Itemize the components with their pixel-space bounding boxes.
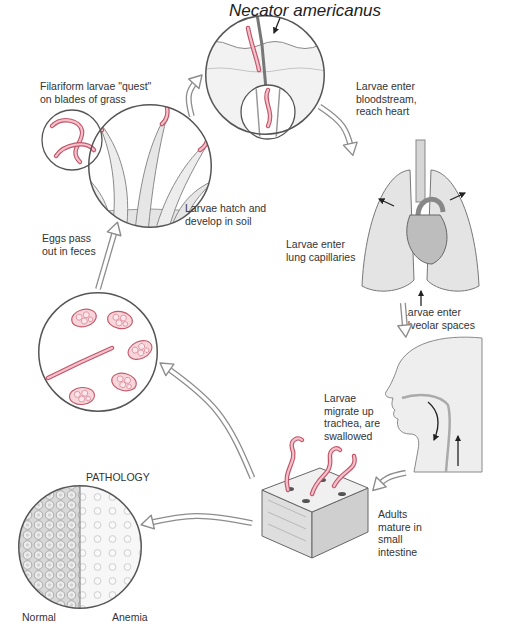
larvae-inset-circle bbox=[42, 110, 102, 170]
arrow-shaft bbox=[373, 473, 406, 491]
diagram-title: Necator americanus bbox=[180, 1, 430, 21]
head-profile bbox=[385, 337, 482, 472]
adult-worm bbox=[287, 438, 302, 490]
arrow-shaft bbox=[160, 363, 252, 478]
adult-worm bbox=[334, 456, 355, 486]
stage-caption: Larvae enter bloodstream, reach heart bbox=[356, 80, 426, 118]
arrow-shaft bbox=[141, 516, 252, 525]
stage-caption: Larvae enter alveolar spaces bbox=[402, 306, 480, 331]
stage-caption: Adults mature in small intestine bbox=[378, 508, 422, 558]
penetrating-larva bbox=[248, 28, 259, 70]
larvae-inset bbox=[52, 120, 94, 162]
arrow-head bbox=[107, 222, 120, 235]
arrow-head bbox=[373, 477, 386, 490]
larva bbox=[162, 107, 167, 124]
cycle-arrow bbox=[373, 473, 406, 491]
arrow-head bbox=[141, 515, 154, 529]
filariform-larva bbox=[56, 144, 94, 156]
section-heading: PATHOLOGY bbox=[86, 471, 156, 484]
panel-label: Anemia bbox=[112, 611, 156, 624]
cycle-arrow bbox=[160, 363, 252, 478]
larva bbox=[266, 90, 270, 126]
circle-outline bbox=[205, 15, 325, 135]
eggs-stage: Eggs pass out in feces bbox=[38, 292, 158, 412]
attachment-spot bbox=[302, 499, 310, 503]
circle-outline bbox=[38, 292, 158, 412]
cycle-arrow bbox=[320, 107, 358, 156]
intestine-stage: Adults mature in small intestine bbox=[255, 465, 370, 560]
filariform-larva bbox=[56, 144, 94, 156]
circle-outline bbox=[18, 485, 142, 609]
aorta bbox=[418, 199, 443, 216]
arrow-shaft bbox=[98, 222, 118, 289]
swallow-arrow bbox=[428, 402, 438, 440]
follicle-inset-circle bbox=[241, 85, 295, 139]
arrow-shaft bbox=[320, 107, 353, 156]
skin-stage: Larvae enter bloodstream, reach heart bbox=[205, 15, 325, 135]
arrow-head bbox=[189, 75, 202, 89]
arrow-shaft bbox=[320, 107, 353, 156]
egg bbox=[125, 337, 155, 363]
throat-stage: Larvae migrate up trachea, are swallowed bbox=[378, 340, 483, 470]
larva bbox=[162, 107, 167, 124]
arrow-head bbox=[343, 142, 357, 155]
adult-worm bbox=[287, 438, 302, 490]
circle-outline bbox=[206, 16, 325, 135]
skin-scene bbox=[200, 8, 350, 140]
entry-arrow bbox=[274, 18, 280, 33]
pathology-panel: PATHOLOGYNormalAnemia bbox=[18, 485, 142, 609]
penetrating-larva bbox=[248, 28, 259, 70]
blood-smear-fill bbox=[18, 485, 142, 609]
arrow-shaft bbox=[189, 75, 202, 116]
cycle-arrow bbox=[189, 75, 202, 116]
follicle-wall bbox=[256, 86, 280, 140]
flow-arrow bbox=[420, 291, 421, 306]
larva bbox=[266, 90, 270, 126]
smear-divider bbox=[80, 485, 81, 609]
egg bbox=[110, 371, 139, 394]
arrow-shaft bbox=[189, 75, 202, 116]
skin-surface bbox=[200, 42, 350, 141]
lung-stage: Larvae enter lung capillariesLarvae ente… bbox=[355, 140, 480, 300]
arrow-shaft bbox=[160, 363, 252, 478]
stage-caption: Larvae migrate up trachea, are swallowed bbox=[324, 392, 392, 442]
rhabditiform-larva bbox=[48, 348, 112, 378]
arrow-shaft bbox=[373, 473, 406, 491]
cycle-arrow bbox=[98, 222, 121, 289]
airway bbox=[402, 395, 450, 472]
panel-label: Normal bbox=[22, 611, 66, 624]
trachea bbox=[416, 140, 425, 202]
attachment-spot bbox=[338, 492, 346, 496]
intestine-texture bbox=[268, 500, 306, 541]
adult-worm bbox=[334, 456, 355, 486]
grass-stage: Filariform larvae "quest" on blades of g… bbox=[88, 104, 212, 228]
normal-blood-cells bbox=[18, 485, 80, 609]
heart bbox=[407, 215, 447, 264]
grass-blade bbox=[78, 170, 112, 232]
eggs-circle-fill bbox=[38, 292, 158, 412]
stage-caption: Eggs pass out in feces bbox=[42, 232, 100, 257]
cycle-arrow bbox=[141, 515, 252, 529]
circle-outline bbox=[19, 486, 142, 609]
stage-caption: Filariform larvae "quest" on blades of g… bbox=[40, 80, 158, 105]
flow-arrow bbox=[450, 193, 465, 200]
blood-smear bbox=[18, 485, 142, 609]
arrow-shaft bbox=[141, 516, 252, 525]
stage-caption: Larvae enter lung capillaries bbox=[286, 238, 364, 263]
flow-arrow bbox=[379, 199, 394, 206]
anemic-blood-cells bbox=[80, 485, 142, 609]
follicle-inset bbox=[256, 86, 280, 140]
stage-caption: Larvae hatch and develop in soil bbox=[185, 202, 277, 227]
egg bbox=[70, 307, 99, 330]
trachea-arrow bbox=[457, 436, 458, 466]
skin-layer bbox=[200, 68, 350, 72]
arrow-head bbox=[160, 363, 174, 376]
arrow-shaft bbox=[98, 222, 118, 289]
egg bbox=[106, 309, 134, 330]
rhabditiform-larva bbox=[48, 348, 112, 378]
egg bbox=[69, 386, 95, 405]
circle-outline bbox=[39, 293, 158, 412]
